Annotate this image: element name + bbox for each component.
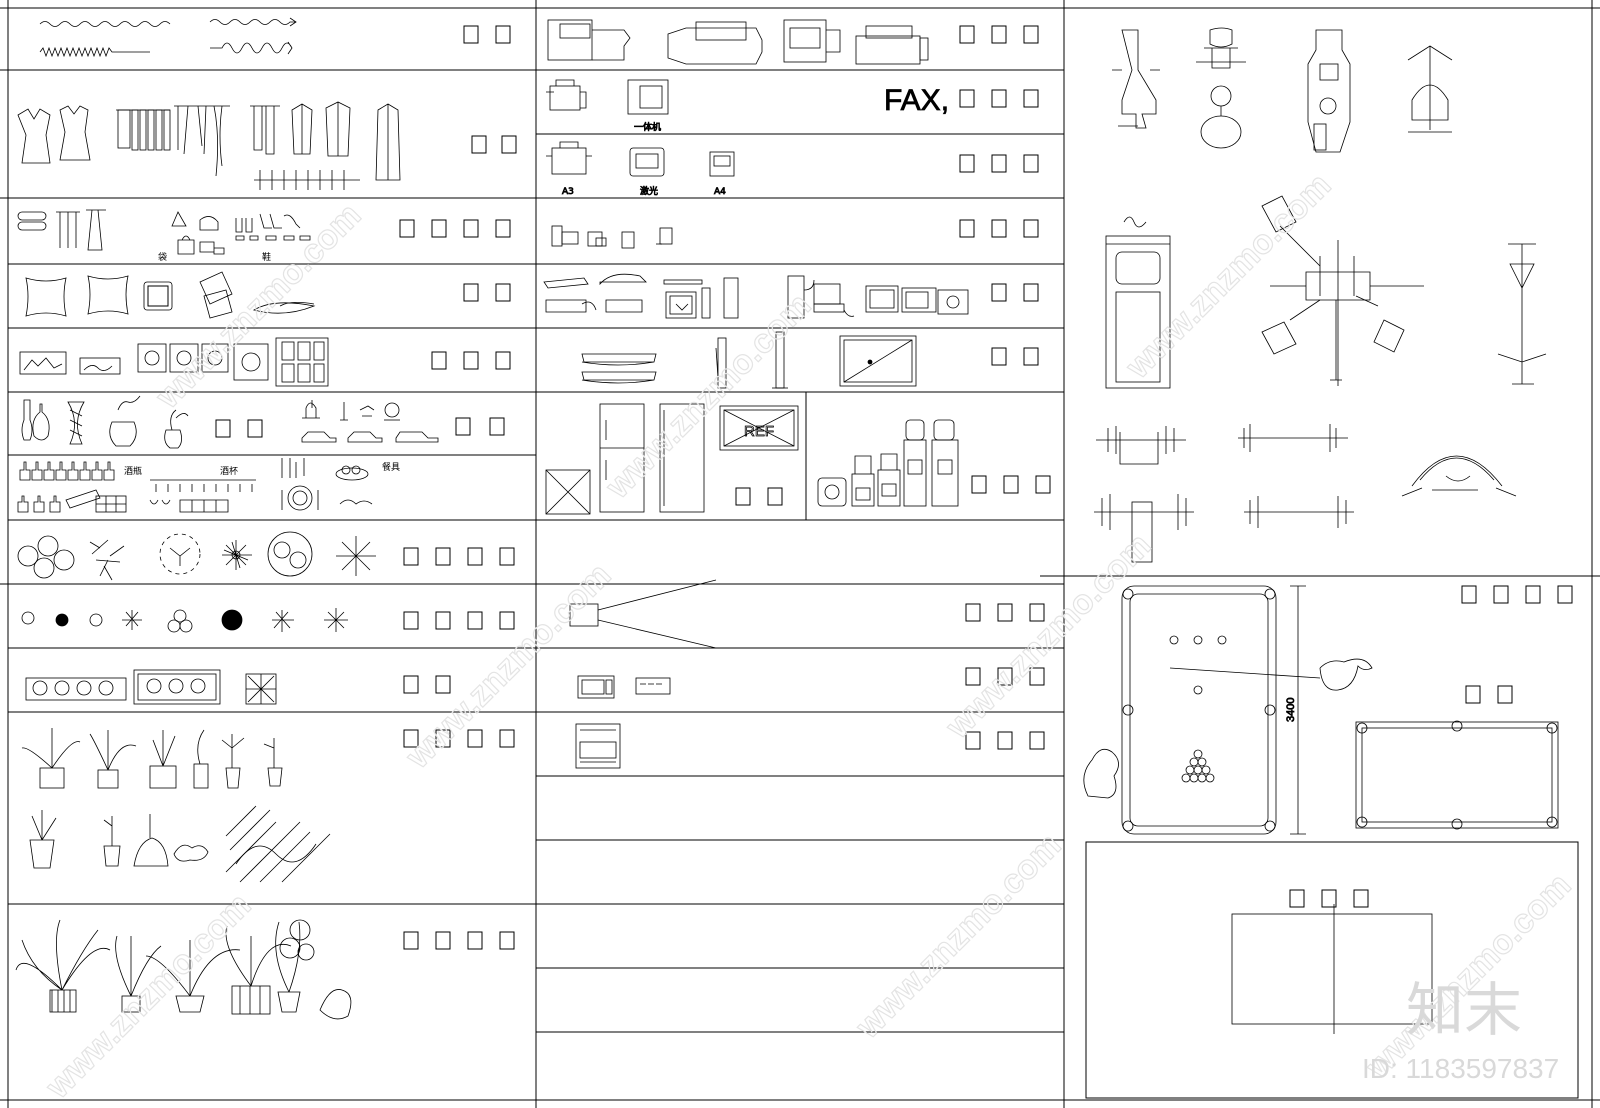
fitness-equipment-symbols [1094, 27, 1547, 563]
corner-watermark: 知末 ID: 1183597837 [1362, 976, 1559, 1084]
bags-shoes-symbols: 袋 鞋 [17, 209, 311, 263]
hanger-row [254, 170, 360, 190]
microwave-symbols [577, 675, 671, 699]
watermark-logo: 知末 [1406, 976, 1522, 1044]
computer-symbols [543, 273, 969, 319]
fax-machine-symbols: 一体机 FAX, [546, 79, 949, 133]
watermark-site-8: www.znzmo.com [938, 526, 1158, 746]
clothing-symbols [17, 101, 401, 190]
refrigerator-symbols: REF [545, 403, 799, 515]
label-placeholder-boxes [215, 25, 1573, 950]
wave-line-symbols [39, 17, 297, 58]
planter-box-symbols [25, 669, 277, 705]
wine-tableware-symbols: 酒瓶 酒杯 餐具 [17, 458, 400, 513]
pillow-symbols [25, 271, 316, 319]
oven-symbols [575, 723, 621, 769]
billiard-dimension-text: 3400 [1285, 698, 1297, 722]
watermark-site-6: www.znzmo.com [1118, 166, 1338, 386]
telephone-symbols [551, 225, 673, 249]
projector-symbols [569, 579, 717, 649]
tableware-label: 餐具 [382, 461, 400, 473]
printer-symbols: A3 激光 A4 [546, 141, 735, 197]
all-in-one-label: 一体机 [634, 121, 661, 133]
watermark-site-3: www.znzmo.com [398, 556, 618, 776]
large-plant-symbols [15, 919, 352, 1020]
wine-glass-label: 酒杯 [220, 465, 238, 477]
fax-text: FAX, [884, 84, 949, 117]
printer-a4-label: A4 [714, 187, 726, 197]
wine-bottle-label: 酒瓶 [124, 465, 142, 477]
watermark-site-4: www.znzmo.com [598, 286, 818, 506]
printer-a3-label: A3 [562, 187, 574, 197]
watermark-site-5: www.znzmo.com [848, 826, 1068, 1046]
diagonal-watermarks: www.znzmo.com www.znzmo.com www.znzmo.co… [37, 165, 1579, 1107]
table-tennis-symbols [1231, 904, 1433, 1034]
vase-ornament-symbols [21, 395, 439, 449]
printer-laser-label: 激光 [640, 185, 658, 197]
potted-plant-elevation-symbols [21, 728, 331, 883]
fridge-ref-text: REF [744, 423, 774, 440]
billiard-table-symbols: 3400 [1083, 585, 1559, 835]
watermark-site-1: www.znzmo.com [148, 196, 368, 416]
water-dispenser-symbols [817, 419, 959, 507]
office-machine-symbols [547, 19, 929, 65]
bags-label: 袋 [158, 251, 167, 263]
watermark-site-2: www.znzmo.com [38, 886, 258, 1106]
shoes-label: 鞋 [262, 251, 271, 263]
watermark-id: ID: 1183597837 [1362, 1053, 1559, 1084]
picture-frame-symbols [19, 337, 329, 387]
plant-plan-symbols [17, 531, 376, 581]
television-symbols [581, 331, 917, 389]
small-plant-plan-symbols [21, 608, 348, 633]
